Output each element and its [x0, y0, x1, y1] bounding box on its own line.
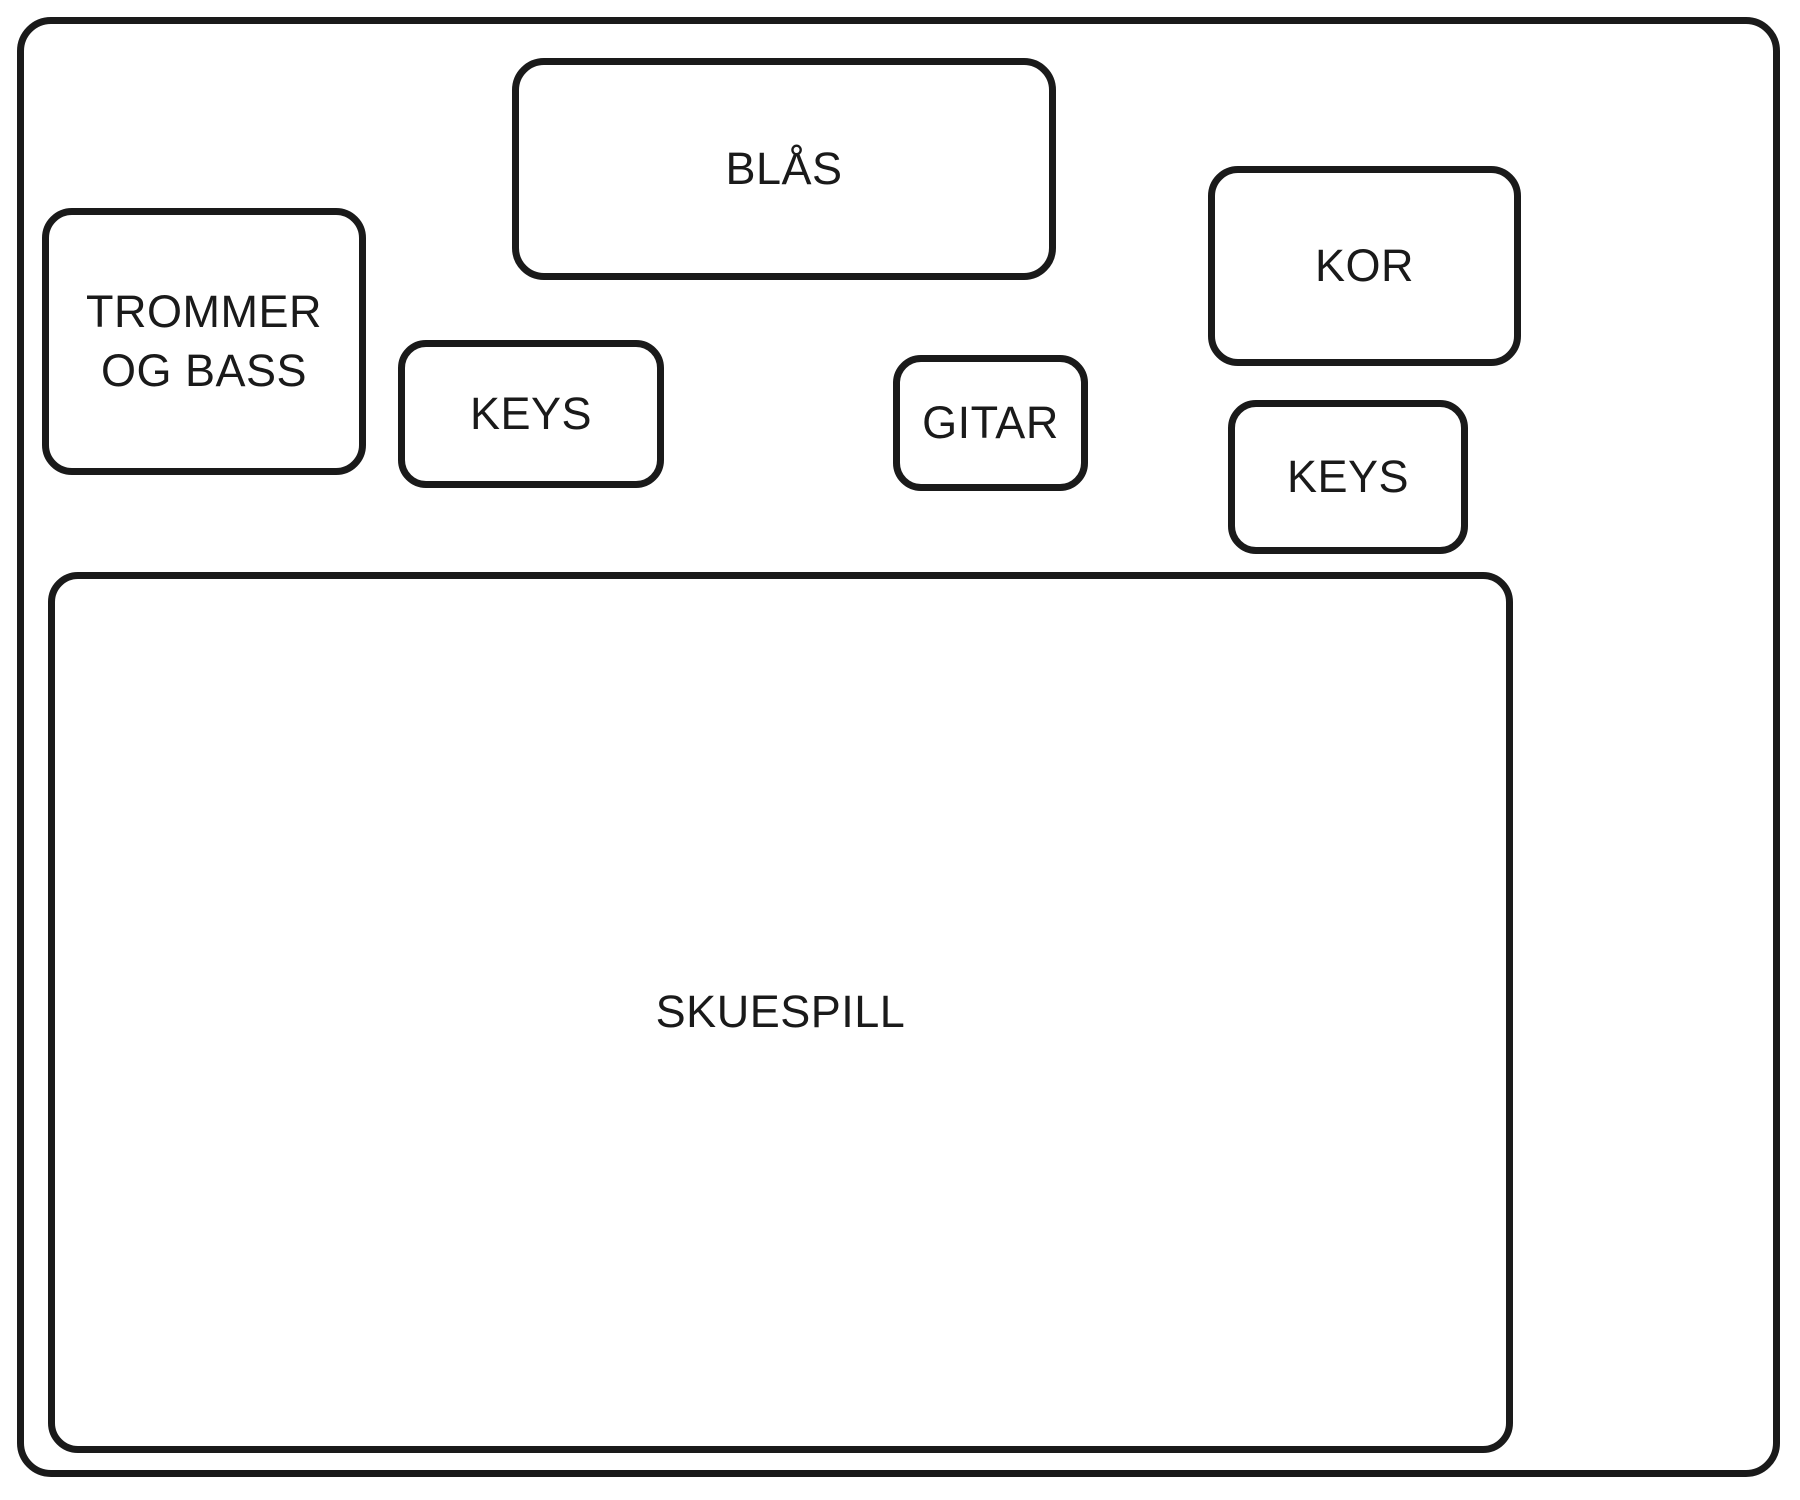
zone-label-keys-right: KEYS — [1286, 450, 1410, 502]
zone-label-gitar: GITAR — [922, 396, 1059, 448]
stage-outer-frame — [17, 17, 1780, 1477]
zone-trommer-og-bass[interactable]: TROMMER OG BASS — [42, 208, 366, 475]
zone-keys-right[interactable]: KEYS — [1228, 400, 1468, 554]
zone-label-skuespill: SKUESPILL — [655, 986, 906, 1038]
zone-label-keys-left: KEYS — [469, 387, 593, 439]
zone-blas[interactable]: BLÅS — [512, 58, 1056, 280]
zone-label-blas: BLÅS — [725, 142, 843, 194]
zone-keys-left[interactable]: KEYS — [398, 340, 664, 488]
zone-label-trommer-og-bass: TROMMER OG BASS — [86, 286, 322, 396]
zone-skuespill[interactable]: SKUESPILL — [48, 572, 1513, 1453]
zone-kor[interactable]: KOR — [1208, 166, 1521, 366]
zone-gitar[interactable]: GITAR — [893, 355, 1088, 491]
zone-label-kor: KOR — [1314, 239, 1414, 291]
